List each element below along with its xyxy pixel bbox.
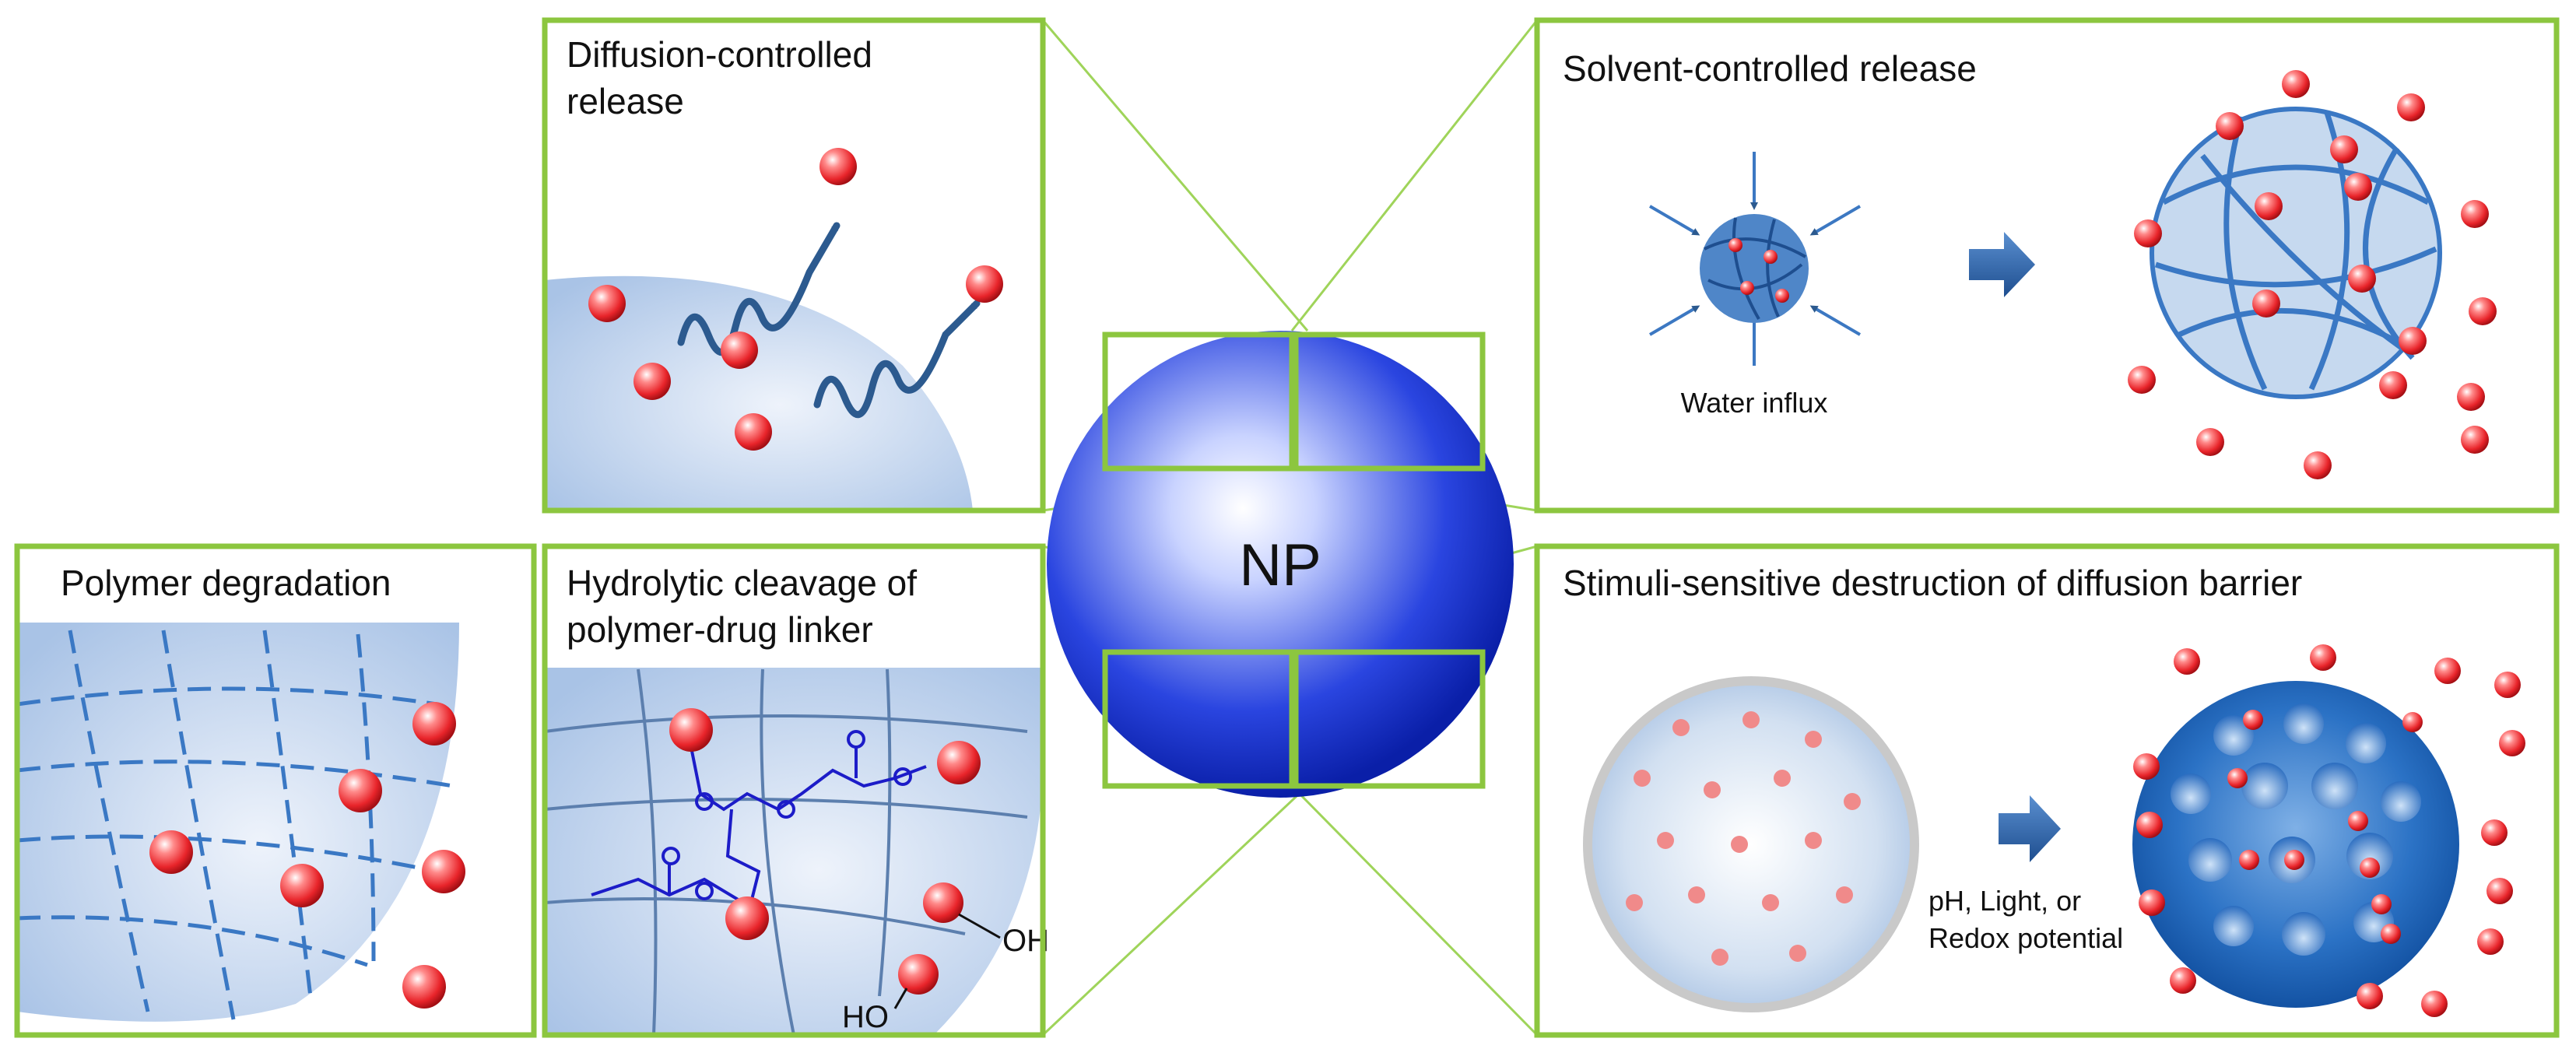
hydrolytic-frame (542, 543, 1046, 1038)
nanoparticle-sphere (1047, 331, 1514, 798)
solvent-frame (1534, 17, 2560, 514)
linker-oxygens (662, 730, 912, 900)
diffusion-wave-arrows (677, 222, 981, 418)
nanoparticle: NP (1047, 331, 1514, 798)
degraded-network (17, 630, 454, 1020)
stimuli-frame (1534, 543, 2560, 1038)
wave-arrow-2 (813, 300, 981, 418)
intact-sphere (1583, 676, 1919, 1012)
diffusion-drug-particles (588, 148, 1003, 451)
small-swelling-sphere (1700, 214, 1809, 323)
hydrolytic-title-line2: polymer-drug linker (567, 609, 873, 650)
hydrolytic-drug-particles (669, 708, 981, 995)
diffusion-frame (542, 17, 1046, 514)
panel-stimuli: Stimuli-sensitive destruction of diffusi… (1534, 543, 2560, 1038)
ho-label: HO (842, 1000, 889, 1034)
panel-solvent: Solvent-controlled release Water influx (1534, 17, 2560, 514)
diffusion-title-line2: release (567, 81, 684, 121)
trigger-line1: pH, Light, or (1928, 885, 2081, 917)
small-sphere-network (1704, 217, 1806, 320)
magnifier-boxes (1102, 332, 1486, 789)
solvent-transition-arrow (1969, 232, 2035, 297)
panel-diffusion: Diffusion-controlled release (542, 17, 1046, 514)
stimuli-title: Stimuli-sensitive destruction of diffusi… (1563, 563, 2302, 603)
destroyed-sphere-pits (2171, 703, 2421, 956)
stimuli-transition-arrow (1999, 795, 2061, 862)
swollen-sphere-drugs (2128, 70, 2497, 479)
degradation-frame (14, 543, 537, 1038)
panel-hydrolytic: Hydrolytic cleavage of polymer-drug link… (542, 543, 1049, 1038)
wave-arrow-1 (677, 222, 841, 356)
hydrolytic-title-line1: Hydrolytic cleavage of (567, 563, 917, 603)
influx-arrows (1648, 152, 1862, 366)
intact-sphere-drugs (1626, 711, 1861, 966)
water-influx-label: Water influx (1681, 387, 1828, 419)
degradation-drug-particles (149, 702, 465, 1009)
solvent-title: Solvent-controlled release (1563, 48, 1977, 89)
hydroxyl-bonds (893, 913, 1001, 1009)
degradation-title: Polymer degradation (61, 563, 391, 603)
swollen-sphere-network (2154, 111, 2437, 391)
trigger-line2: Redox potential (1928, 922, 2123, 954)
panel-degradation: Polymer degradation (14, 543, 537, 1038)
diffusion-title-line1: Diffusion-controlled (567, 34, 872, 75)
nanoparticle-label: NP (1239, 532, 1321, 598)
released-drugs (2133, 644, 2525, 1017)
